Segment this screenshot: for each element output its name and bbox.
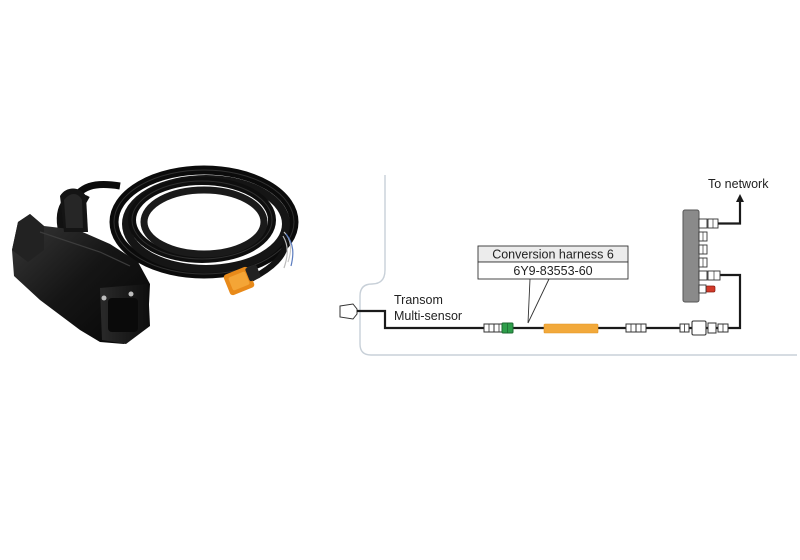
harness-callout: Conversion harness 6 6Y9-83553-60 (477, 245, 629, 280)
network-hub (682, 209, 721, 303)
hub-ports (698, 218, 721, 294)
callout-part-number: 6Y9-83553-60 (513, 264, 592, 278)
sensor-label-line2: Multi-sensor (394, 309, 462, 323)
diagram-frame (359, 175, 797, 356)
callout-leader (527, 278, 550, 324)
cable-wires (282, 231, 294, 269)
sensor-plug-icon (339, 303, 358, 320)
terminator-cap (705, 285, 716, 293)
inline-connector-2 (625, 323, 647, 333)
callout-title: Conversion harness 6 (492, 248, 614, 262)
orange-connector (223, 264, 261, 296)
transducer-body (12, 188, 150, 344)
conversion-harness (543, 323, 599, 334)
product-photo (12, 165, 299, 344)
sensor-label-line1: Transom (394, 293, 443, 307)
inline-connector-1 (483, 322, 514, 334)
wiring-diagram: Transom Multi-sensor (339, 175, 797, 356)
backbone-connector (679, 320, 729, 336)
network-arrow-icon (736, 194, 744, 202)
cable-coil (109, 165, 299, 279)
network-wire (718, 200, 742, 225)
network-label: To network (708, 177, 769, 191)
